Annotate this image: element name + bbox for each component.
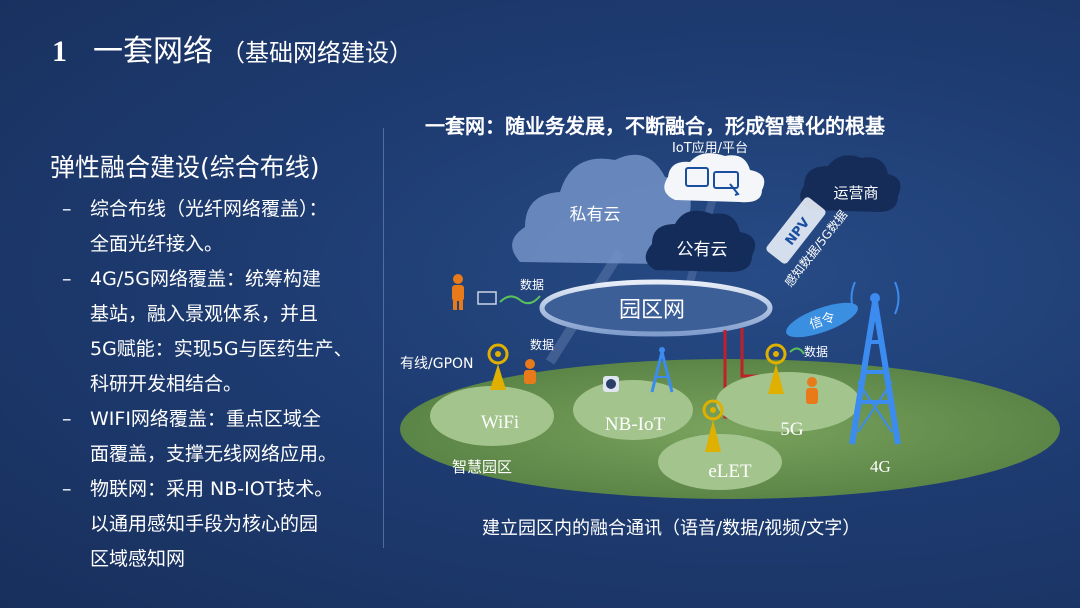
antenna-icon (487, 343, 509, 390)
signal-beam: 信令 (786, 302, 858, 338)
bullet-item: – WIFI网络覆盖：重点区域全 面覆盖，支撑无线网络应用。 (62, 402, 362, 472)
data-label-2: 数据 (530, 337, 554, 352)
bullet-dash: – (62, 478, 72, 500)
wireless-link (499, 295, 541, 305)
wifi-label: WiFi (481, 412, 519, 433)
network-diagram: 私有云 公有云 IoT应用/平台 运营商 NPV 感知数据/5G数据 (400, 140, 1060, 499)
core-label: 园区网 (619, 298, 685, 323)
park-label: 智慧园区 (452, 458, 512, 476)
bullet-list: – 综合布线（光纤网络覆盖）： 全面光纤接入。 – 4G/5G网络覆盖：统筹构建… (62, 192, 362, 577)
bullet-line: 科研开发相结合。 (90, 373, 243, 395)
bullet-line: 区域感知网 (90, 548, 186, 570)
public-cloud-label: 公有云 (677, 240, 728, 260)
antenna-icon (765, 343, 787, 394)
data-label-1: 数据 (520, 277, 544, 292)
monitor-icon (685, 167, 709, 187)
diagram-title: 一套网：随业务发展，不断融合，形成智慧化的根基 (425, 114, 885, 138)
diagram-caption: 建立园区内的融合通讯（语音/数据/视频/文字） (482, 518, 861, 539)
person-icon (806, 377, 818, 404)
fourg-label: 4G (870, 457, 891, 476)
bullet-line: 基站，融入景观体系，并且 (90, 303, 319, 325)
elet-label: eLET (708, 461, 752, 482)
bullet-line: 面覆盖，支撑无线网络应用。 (90, 443, 338, 465)
fiveg-zone (716, 372, 860, 432)
nbiot-tower-icon (650, 347, 674, 393)
section-number: 1 (52, 35, 67, 68)
bullet-line: 综合布线（光纤网络覆盖）： (90, 198, 328, 220)
wired-label: 有线/GPON (400, 356, 474, 372)
wifi-zone (430, 386, 554, 446)
fourg-tower-icon (849, 281, 901, 445)
bullet-dash: – (62, 268, 72, 290)
park-ground (400, 359, 1060, 499)
bullet-dash: – (62, 198, 72, 220)
iot-platform-cloud: IoT应用/平台 (664, 140, 765, 203)
person-icon (524, 359, 536, 384)
bullet-line: 物联网：采用 NB-IOT技术。 (90, 478, 334, 500)
bullet-line: 5G赋能：实现5G与医药生产、 (90, 338, 353, 360)
laptop-icon (477, 291, 497, 305)
nbiot-zone (573, 380, 693, 440)
private-cloud-label: 私有云 (570, 205, 621, 225)
fiveg-label: 5G (780, 419, 804, 440)
operator-label: 运营商 (833, 184, 878, 202)
public-cloud: 公有云 (645, 210, 756, 272)
title-subtitle: （基础网络建设） (221, 39, 413, 67)
column-divider (383, 128, 384, 548)
wireless-link (789, 347, 805, 355)
pointer-icon (729, 183, 740, 196)
nbiot-label: NB-IoT (605, 414, 666, 435)
operator-cloud: 运营商 (800, 155, 901, 212)
laptop-icon (713, 171, 739, 189)
page-title: 1 一套网络 （基础网络建设） (52, 26, 413, 70)
data-label-3: 数据 (804, 344, 828, 359)
left-heading: 弹性融合建设(综合布线) (50, 153, 320, 182)
bullet-item: – 4G/5G网络覆盖：统筹构建 基站，融入景观体系，并且 5G赋能：实现5G与… (62, 262, 362, 402)
bullet-line: 全面光纤接入。 (90, 233, 224, 255)
bullet-item: – 物联网：采用 NB-IOT技术。 以通用感知手段为核心的园 区域感知网 (62, 472, 362, 577)
bullet-line: WIFI网络覆盖：重点区域全 (90, 408, 321, 430)
iot-platform-label: IoT应用/平台 (672, 140, 748, 156)
person-icon (452, 274, 464, 310)
antenna-icon (702, 399, 724, 452)
bullet-dash: – (62, 408, 72, 430)
bullet-item: – 综合布线（光纤网络覆盖）： 全面光纤接入。 (62, 192, 362, 262)
bullet-line: 以通用感知手段为核心的园 (90, 513, 319, 535)
elet-zone (658, 434, 782, 490)
bullet-line: 4G/5G网络覆盖：统筹构建 (90, 268, 322, 290)
title-text: 一套网络 (93, 34, 213, 69)
meter-icon (603, 376, 619, 392)
campus-network-ring: 园区网 (539, 279, 773, 337)
